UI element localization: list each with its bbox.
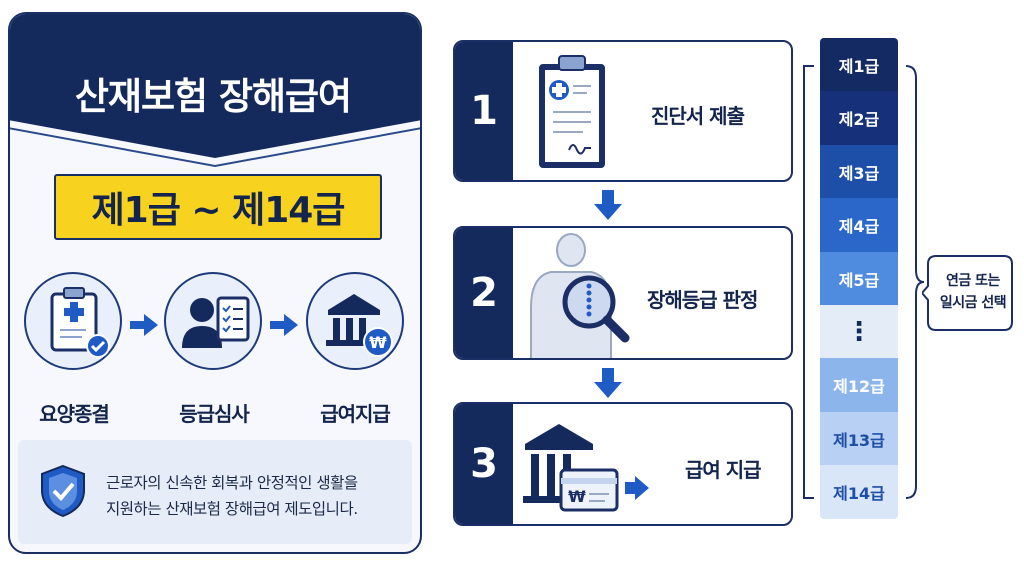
body-magnifier-icon [530, 233, 630, 358]
description-text: 근로자의 신속한 회복과 안정적인 생활을 지원하는 산재보험 장해급여 제도입… [106, 474, 358, 518]
step-label: 장해등급 판정 [647, 288, 758, 312]
person-checklist-icon [164, 272, 262, 370]
svg-text:₩: ₩ [369, 333, 387, 352]
clipboard-check-icon [24, 272, 122, 370]
arrow-down-icon [594, 368, 622, 398]
payment-choice-note: 연금 또는 일시금 선택 [939, 273, 1007, 311]
description-box: 근로자의 신속한 회복과 안정적인 생활을 지원하는 산재보험 장해급여 제도입… [18, 440, 412, 544]
bank-card-icon: ₩ [523, 424, 649, 512]
title-banner: 산재보험 장해급여 [10, 14, 420, 172]
step-number: 2 [455, 228, 513, 358]
medical-clipboard-icon [539, 55, 605, 168]
step-label: 급여 지급 [685, 458, 762, 482]
left-bracket [803, 65, 814, 499]
grade-cell: 제14급 [820, 465, 898, 520]
right-brace [905, 65, 925, 499]
bank-won-icon: ₩ [306, 272, 404, 370]
grade-cell: 제3급 [820, 144, 898, 199]
grade-cell: 제5급 [820, 251, 898, 306]
step-number: 1 [455, 42, 513, 180]
page-title: 산재보험 장해급여 [74, 75, 352, 118]
process-step-2: 2 장해등급 판정 [453, 226, 793, 360]
arrow-right-icon [130, 314, 158, 336]
process-step-3: 3 ₩ 급여 지급 [453, 402, 793, 526]
shield-check-icon [41, 464, 85, 518]
step-label-2: 등급심사 [179, 402, 250, 426]
grade-cell: 제2급 [820, 91, 898, 146]
arrow-down-icon [594, 190, 622, 220]
svg-text:₩: ₩ [568, 487, 586, 506]
grade-cell: 제12급 [820, 358, 898, 413]
step-label-1: 요양종결 [39, 402, 110, 426]
step-label: 진단서 제출 [651, 104, 745, 128]
grade-cell: 제1급 [820, 38, 898, 92]
process-step-1: 1 진단서 제출 [453, 40, 793, 182]
arrow-right-icon [270, 314, 298, 336]
step-label-3: 급여지급 [320, 402, 391, 426]
grade-cell: 제4급 [820, 198, 898, 253]
grade-ellipsis: ⋮ [820, 305, 898, 359]
note-bubble [922, 255, 1013, 331]
left-info-panel: 산재보험 장해급여 제1급 ~ 제14급 [8, 12, 422, 554]
grade-cell: 제13급 [820, 411, 898, 466]
grade-range-badge: 제1급 ~ 제14급 [54, 174, 382, 240]
step-number: 3 [455, 404, 513, 524]
